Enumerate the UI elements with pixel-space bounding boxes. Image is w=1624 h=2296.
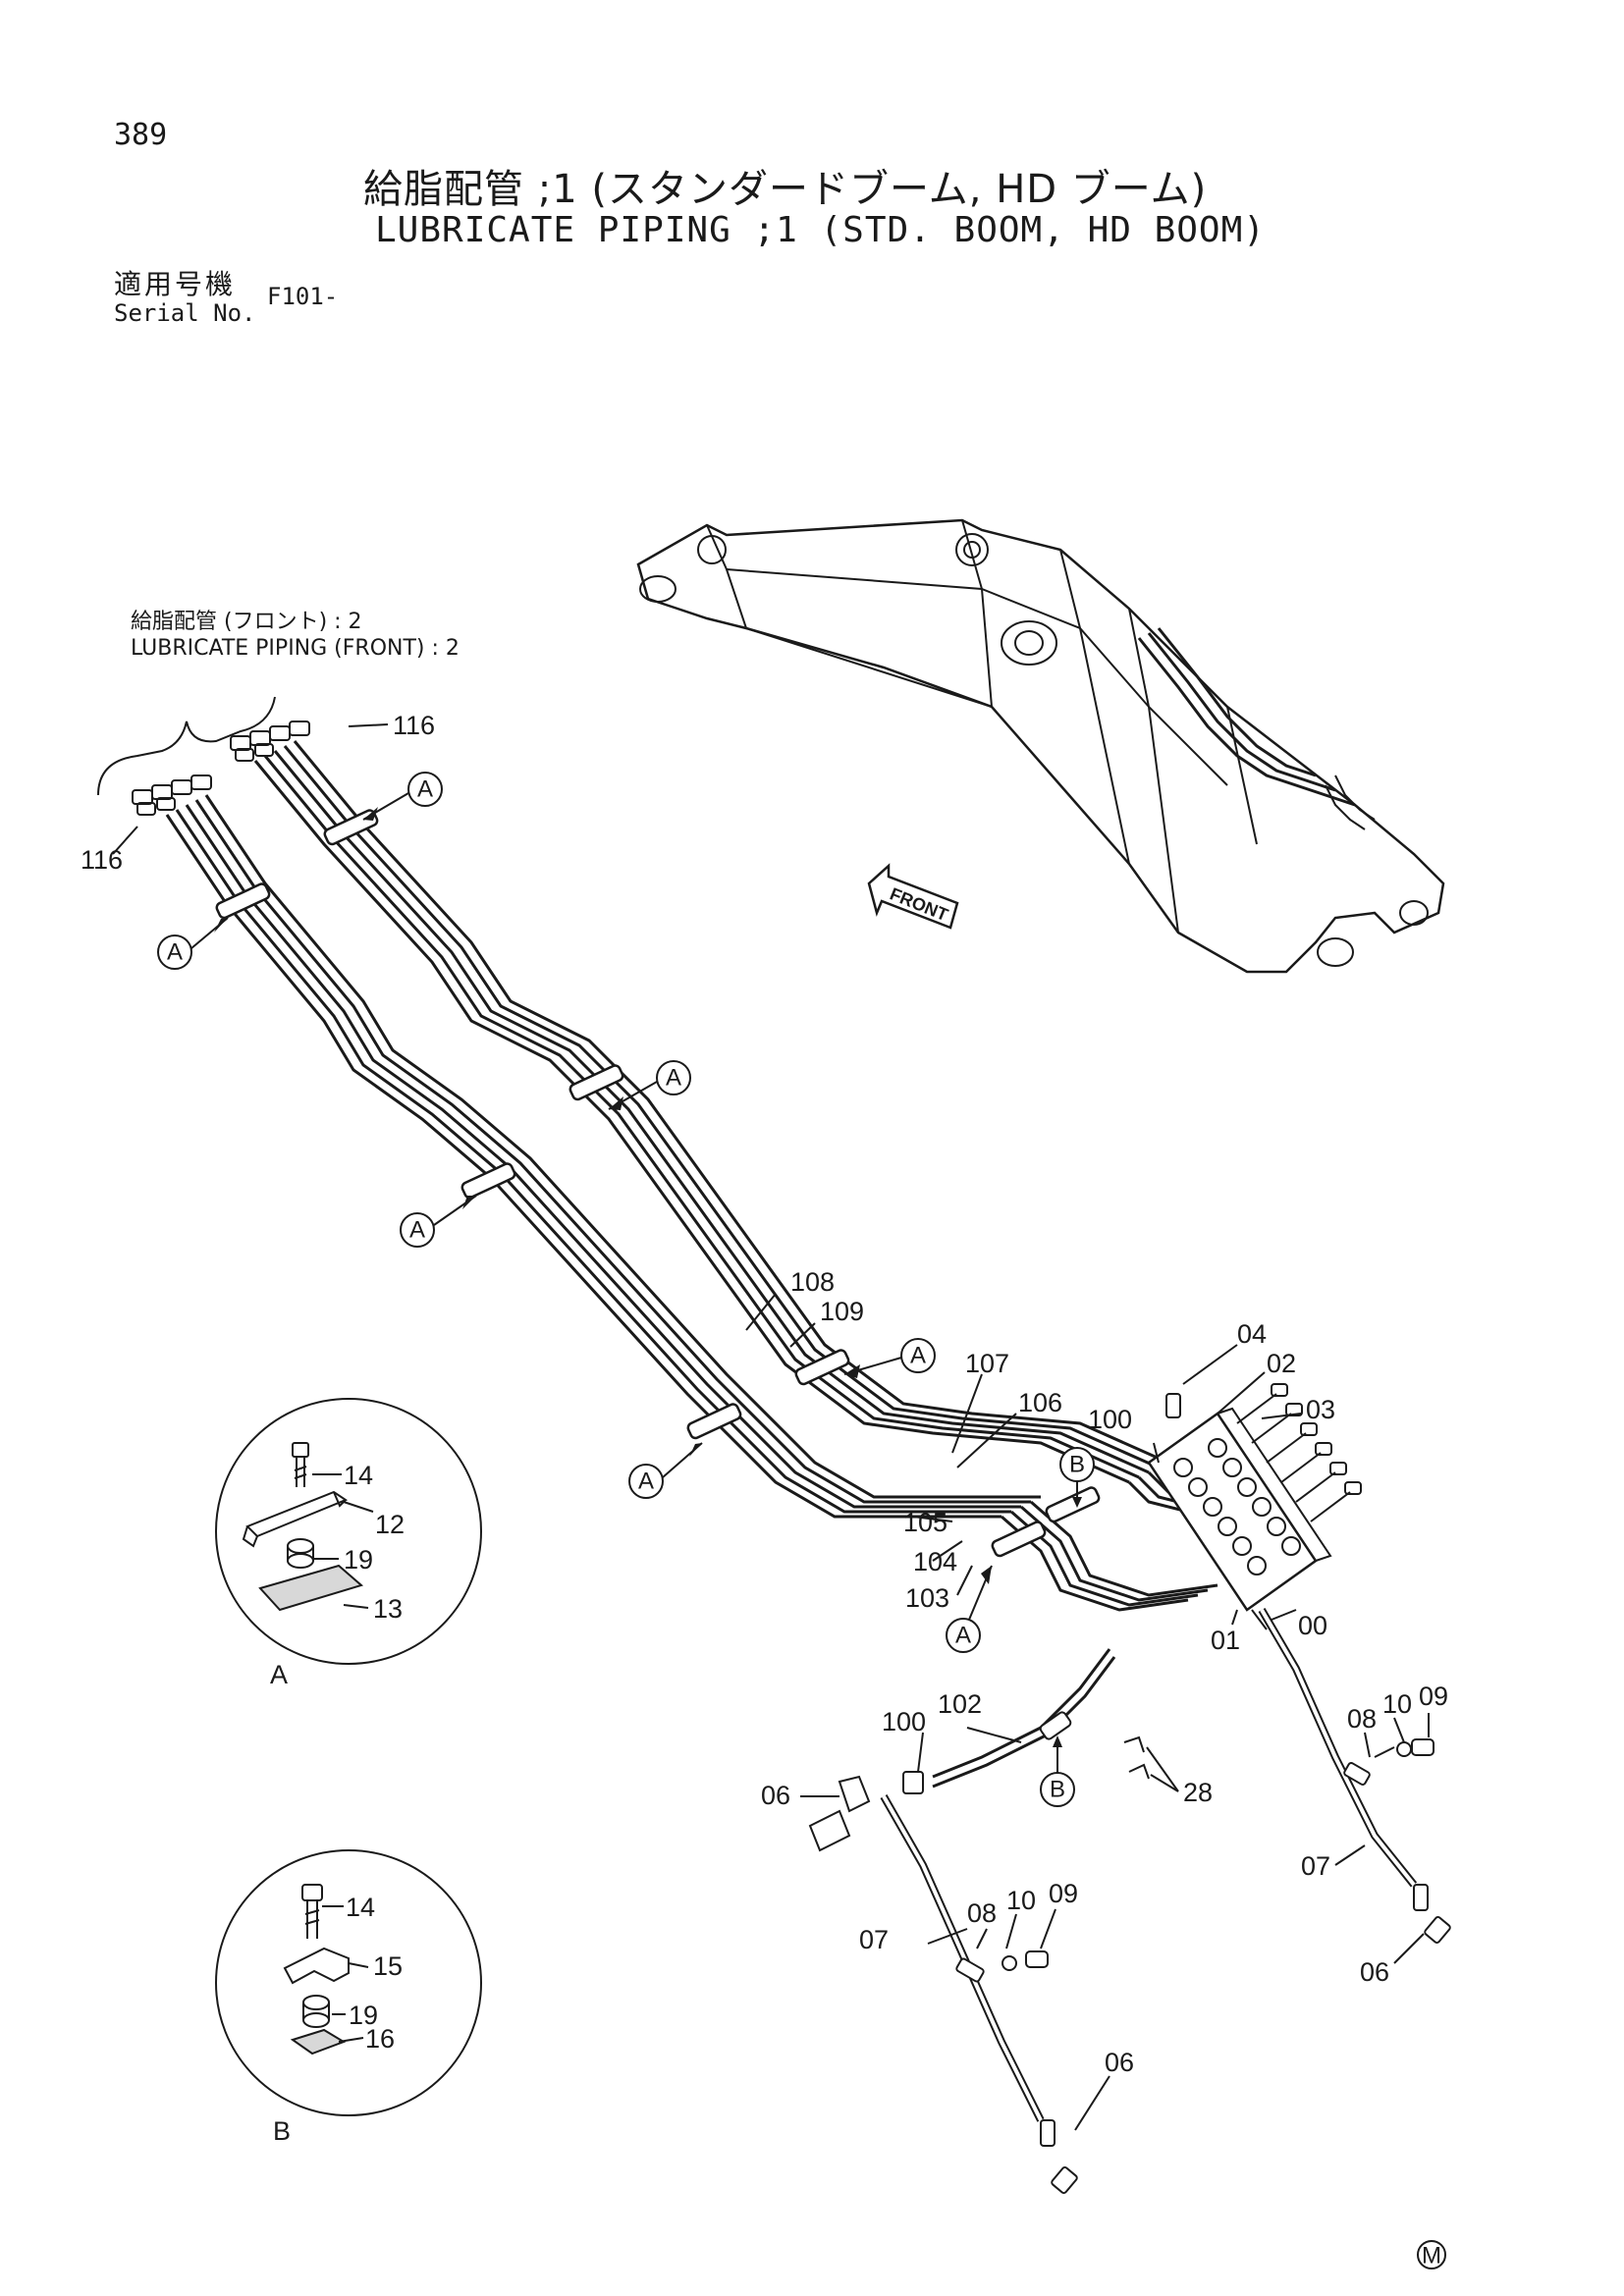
callout-b-label: B xyxy=(1069,1452,1085,1478)
part-label-09: 09 xyxy=(1419,1682,1448,1711)
part-label-10: 10 xyxy=(1006,1886,1036,1915)
part-label-09: 09 xyxy=(1049,1879,1078,1908)
left-pipe-bundle xyxy=(165,794,1041,1519)
part-label-08: 08 xyxy=(1347,1704,1377,1734)
pipe-102 xyxy=(902,1648,1116,1794)
part-label-100: 100 xyxy=(1088,1405,1132,1434)
leader-lines xyxy=(112,723,1430,2131)
callout-a-5: A xyxy=(843,1338,936,1378)
part-label-06: 06 xyxy=(1105,2048,1134,2077)
pipe-clamps xyxy=(215,809,1101,1558)
callout-a-6: A xyxy=(628,1442,703,1499)
callout-a-3: A xyxy=(608,1060,691,1110)
detail-b-letter: B xyxy=(273,2116,291,2146)
footer-mark-letter: M xyxy=(1422,2243,1441,2269)
part-labels: 116 116 108 109 107 106 105 104 103 100 … xyxy=(81,711,1448,2077)
part-label-19: 19 xyxy=(349,2001,378,2030)
callout-b-1: B xyxy=(1059,1447,1095,1508)
left-end-fittings xyxy=(132,774,212,816)
detail-a: 14 12 19 13 A xyxy=(215,1398,482,1689)
front-direction-arrow: FRONT xyxy=(867,863,959,930)
part-label-08: 08 xyxy=(967,1898,997,1928)
part-label-07: 07 xyxy=(1301,1851,1330,1881)
part-label-116: 116 xyxy=(81,845,123,875)
part-label-104: 104 xyxy=(913,1547,957,1576)
part-label-105: 105 xyxy=(903,1508,947,1537)
detail-a-letter: A xyxy=(270,1660,288,1689)
part-label-15: 15 xyxy=(373,1951,403,1981)
serial-label-english: Serial No. xyxy=(114,299,256,327)
part-label-12: 12 xyxy=(375,1510,405,1539)
part-label-02: 02 xyxy=(1267,1349,1296,1378)
part-label-13: 13 xyxy=(373,1594,403,1624)
left-hose xyxy=(880,1794,1078,2194)
title-japanese: 給脂配管 ;1 (スタンダードブーム, HD ブーム) xyxy=(363,167,1208,212)
right-pipe-bundle xyxy=(253,740,1169,1484)
part-label-109: 109 xyxy=(820,1297,864,1326)
callout-a-2: A xyxy=(157,917,229,970)
right-end-fittings xyxy=(230,721,310,762)
title-english: LUBRICATE PIPING ;1 (STD. BOOM, HD BOOM) xyxy=(375,210,1266,250)
part-label-06: 06 xyxy=(761,1781,790,1810)
callout-a-7: A xyxy=(946,1565,993,1653)
part-label-116: 116 xyxy=(393,711,435,740)
callout-a-label: A xyxy=(167,939,183,966)
callout-a-label: A xyxy=(955,1623,971,1649)
callout-a-1: A xyxy=(362,772,443,821)
fitting-06 xyxy=(808,1775,871,1852)
front-brace xyxy=(97,696,276,796)
serial-value: F101- xyxy=(267,283,339,310)
part-label-28: 28 xyxy=(1183,1778,1213,1807)
part-label-108: 108 xyxy=(790,1267,835,1297)
part-label-102: 102 xyxy=(938,1689,982,1719)
lubrication-manifold xyxy=(1147,1383,1362,1630)
front-piping-ref-english: LUBRICATE PIPING (FRONT) : 2 xyxy=(131,636,460,661)
part-label-06: 06 xyxy=(1360,1957,1389,1987)
page-number: 389 xyxy=(114,118,168,152)
part-label-04: 04 xyxy=(1237,1319,1267,1349)
part-label-100: 100 xyxy=(882,1707,926,1736)
part-label-03: 03 xyxy=(1306,1395,1335,1424)
serial-label-japanese: 適用号機 xyxy=(114,268,237,300)
part-label-14: 14 xyxy=(344,1461,373,1490)
callout-b-2: B xyxy=(1040,1735,1075,1807)
callout-a-label: A xyxy=(638,1468,654,1495)
part-label-01: 01 xyxy=(1211,1626,1240,1655)
callout-a-4: A xyxy=(400,1195,477,1248)
part-label-10: 10 xyxy=(1382,1689,1412,1719)
detail-b: 14 15 19 16 B xyxy=(215,1849,482,2146)
part-label-107: 107 xyxy=(965,1349,1009,1378)
part-label-19: 19 xyxy=(344,1545,373,1575)
callout-a-label: A xyxy=(409,1217,425,1244)
part-label-00: 00 xyxy=(1298,1611,1327,1640)
part-label-14: 14 xyxy=(346,1893,375,1922)
boom-drawing xyxy=(636,518,1445,974)
part-label-106: 106 xyxy=(1018,1388,1062,1417)
front-piping-ref-japanese: 給脂配管 (フロント) : 2 xyxy=(131,610,362,634)
callout-a-label: A xyxy=(417,776,433,803)
part-label-07: 07 xyxy=(859,1925,889,1954)
callout-a-label: A xyxy=(910,1343,926,1369)
callout-b-label: B xyxy=(1050,1777,1065,1803)
footer-mark: M xyxy=(1417,2240,1446,2269)
callout-a-label: A xyxy=(666,1065,681,1092)
part-label-103: 103 xyxy=(905,1583,949,1613)
part-label-16: 16 xyxy=(365,2024,395,2054)
clips-28 xyxy=(1123,1735,1150,1780)
right-hose xyxy=(1258,1607,1451,1944)
